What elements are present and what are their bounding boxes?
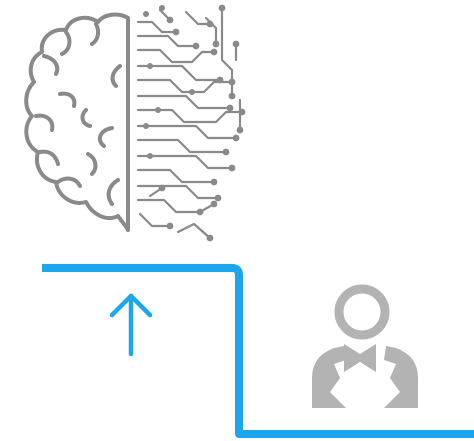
person-body-right [384, 346, 418, 408]
person-body-left [312, 346, 346, 408]
brain-circuit-half [136, 6, 244, 240]
ai-brain-circuit-icon [24, 4, 246, 242]
brain-circuit-nodes [143, 4, 246, 242]
step-divider-line [42, 264, 474, 438]
brain-organic-half [24, 12, 130, 232]
arrow-up-icon [109, 293, 153, 357]
person-head [334, 284, 390, 340]
bowtie [344, 344, 376, 372]
butler-with-bowtie-icon [312, 284, 418, 408]
